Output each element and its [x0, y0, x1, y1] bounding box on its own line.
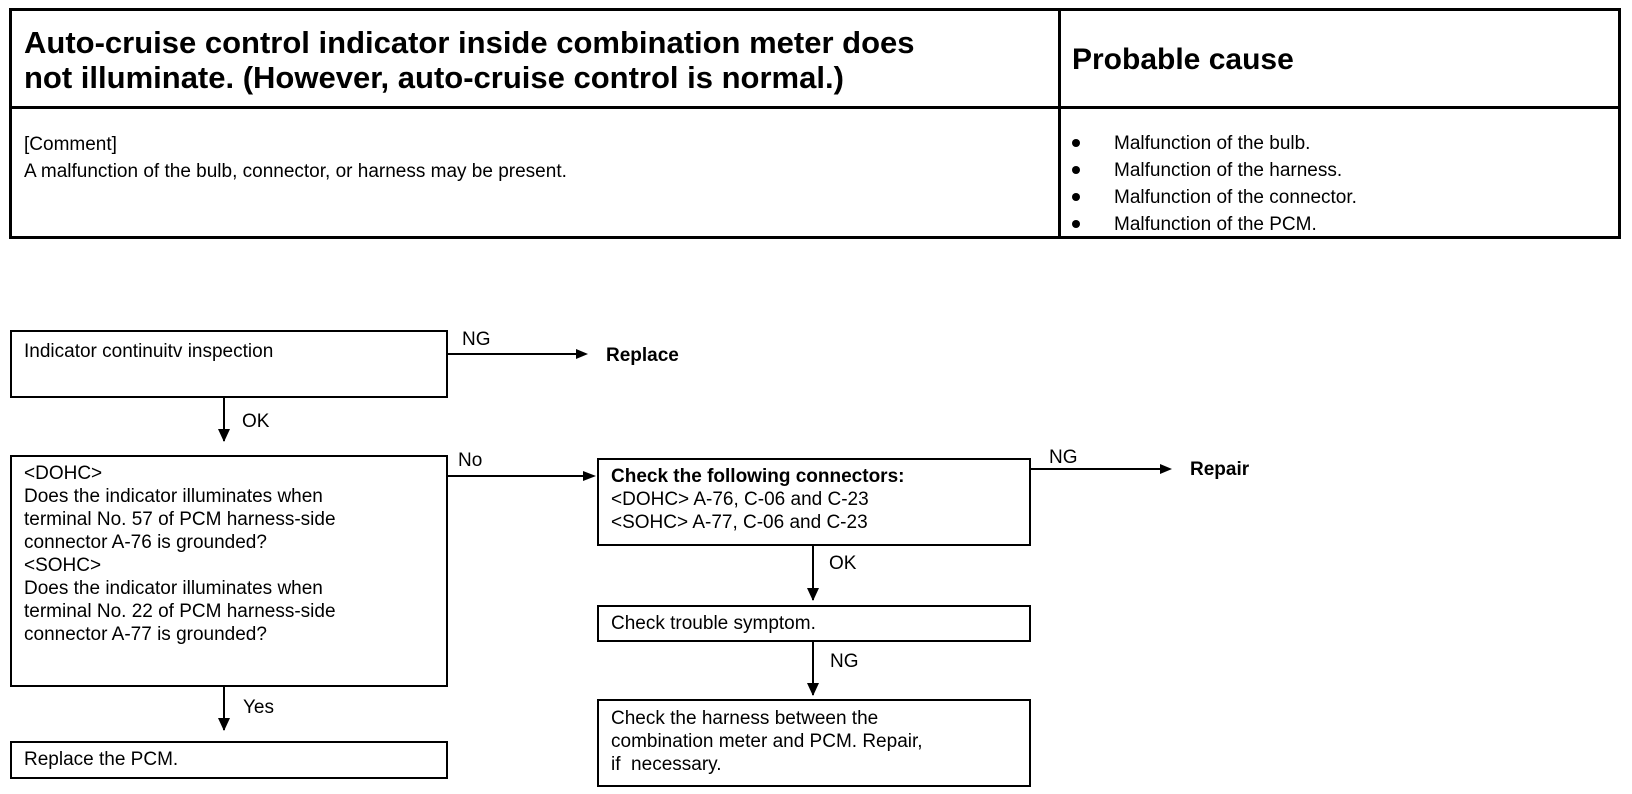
table-horizontal-divider [12, 106, 1618, 109]
ground-test-line: <SOHC> [24, 555, 102, 576]
indicator-continuity-box: Indicator continuitv inspection [10, 330, 448, 398]
comment-cell: [Comment] A malfunction of the bulb, con… [24, 131, 567, 185]
ground-test-box: <DOHC> Does the indicator illuminates wh… [10, 455, 448, 687]
cause-item: Malfunction of the PCM. [1072, 211, 1357, 238]
cause-item: Malfunction of the bulb. [1072, 130, 1357, 157]
replace-pcm-box: Replace the PCM. [10, 741, 448, 779]
replace-label: Replace [606, 345, 679, 366]
step4-ng-label: NG [830, 651, 859, 672]
arrow-right-icon [1160, 464, 1172, 474]
symptom-title-line1: Auto-cruise control indicator inside com… [24, 25, 915, 60]
table-vertical-divider [1058, 11, 1061, 236]
symptom-title-line2: not illuminate. (However, auto-cruise co… [24, 60, 844, 95]
arrow-right-icon [583, 471, 596, 481]
arrow-down-icon [807, 683, 819, 696]
trouble-symptom-box: Check trouble symptom. [597, 605, 1031, 642]
ground-test-line: <DOHC> [24, 463, 103, 484]
step1-ok-label: OK [242, 411, 270, 432]
ground-test-line: Does the indicator illuminates when [24, 578, 323, 599]
step2-no-label: No [458, 450, 483, 471]
cause-text: Malfunction of the harness. [1114, 160, 1343, 181]
ground-test-line: connector A-77 is grounded? [24, 624, 267, 645]
step2-yes-label: Yes [243, 697, 274, 718]
check-connectors-heading: Check the following connectors: [611, 466, 905, 487]
ground-test-line: connector A-76 is grounded? [24, 532, 267, 553]
bullet-icon [1072, 139, 1080, 147]
check-harness-line: combination meter and PCM. Repair, [611, 731, 923, 752]
cause-text: Malfunction of the PCM. [1114, 214, 1317, 235]
check-harness-line: if necessary. [611, 754, 722, 775]
cause-list: Malfunction of the bulb. Malfunction of … [1072, 130, 1357, 238]
probable-cause-heading: Probable cause [1072, 43, 1294, 76]
ground-test-line: Does the indicator illuminates when [24, 486, 323, 507]
arrow-down-icon [218, 429, 230, 442]
check-harness-box: Check the harness between the combinatio… [597, 699, 1031, 787]
replace-pcm-text: Replace the PCM. [24, 749, 179, 770]
bullet-icon [1072, 193, 1080, 201]
check-connectors-line: <DOHC> A-76, C-06 and C-23 [611, 489, 869, 510]
cause-item: Malfunction of the harness. [1072, 157, 1357, 184]
bullet-icon [1072, 166, 1080, 174]
step3-ok-label: OK [829, 553, 857, 574]
comment-text: A malfunction of the bulb, connector, or… [24, 161, 567, 182]
arrow-down-icon [807, 588, 819, 601]
step1-ng-label: NG [462, 329, 491, 350]
repair-label: Repair [1190, 459, 1250, 480]
check-connectors-line: <SOHC> A-77, C-06 and C-23 [611, 512, 868, 533]
step3-ng-label: NG [1049, 447, 1078, 468]
comment-label: [Comment] [24, 134, 117, 155]
arrow-right-icon [576, 349, 588, 359]
cause-text: Malfunction of the connector. [1114, 187, 1357, 208]
arrow-down-icon [218, 718, 230, 731]
ground-test-line: terminal No. 22 of PCM harness-side [24, 601, 336, 622]
trouble-symptom-text: Check trouble symptom. [611, 613, 816, 634]
check-connectors-box: Check the following connectors: <DOHC> A… [597, 458, 1031, 546]
cause-text: Malfunction of the bulb. [1114, 133, 1311, 154]
cause-item: Malfunction of the connector. [1072, 184, 1357, 211]
symptom-table: Auto-cruise control indicator inside com… [9, 8, 1621, 239]
indicator-continuity-text: Indicator continuitv inspection [24, 341, 274, 362]
bullet-icon [1072, 220, 1080, 228]
ground-test-line: terminal No. 57 of PCM harness-side [24, 509, 336, 530]
check-harness-line: Check the harness between the [611, 708, 879, 729]
symptom-title: Auto-cruise control indicator inside com… [24, 25, 1044, 95]
